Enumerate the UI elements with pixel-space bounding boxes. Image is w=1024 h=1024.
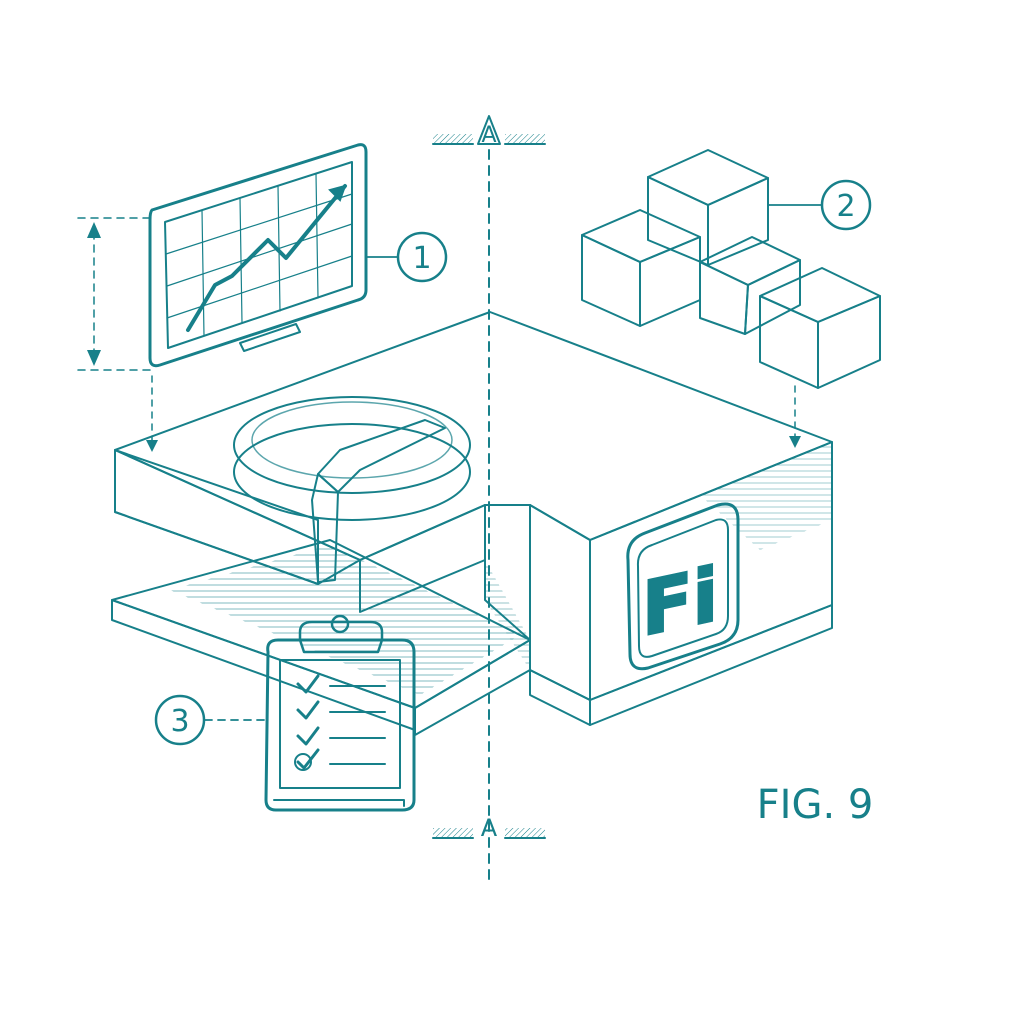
base-platform	[111, 311, 833, 736]
section-label-bottom: A	[481, 814, 498, 842]
callout-3: 3	[154, 694, 267, 746]
section-marker-top: A	[432, 115, 546, 148]
callout-1: 1	[365, 231, 448, 283]
callout-3-label: 3	[170, 704, 189, 739]
figure-label: FIG. 9	[757, 782, 874, 828]
callout-2-label: 2	[836, 189, 855, 224]
section-label-top: A	[481, 123, 496, 148]
callout-2: 2	[767, 179, 872, 231]
section-marker-bottom: A	[432, 814, 546, 842]
logo-text: Fi	[642, 551, 718, 653]
chart-monitor-icon	[77, 143, 368, 452]
clipboard-checklist-icon	[264, 614, 416, 812]
callout-1-label: 1	[412, 241, 431, 276]
pie-disc-icon	[233, 396, 471, 583]
section-line-a: A A	[432, 115, 546, 881]
stacked-cubes-icon	[581, 149, 881, 448]
fi-logo: Fi	[626, 502, 740, 671]
